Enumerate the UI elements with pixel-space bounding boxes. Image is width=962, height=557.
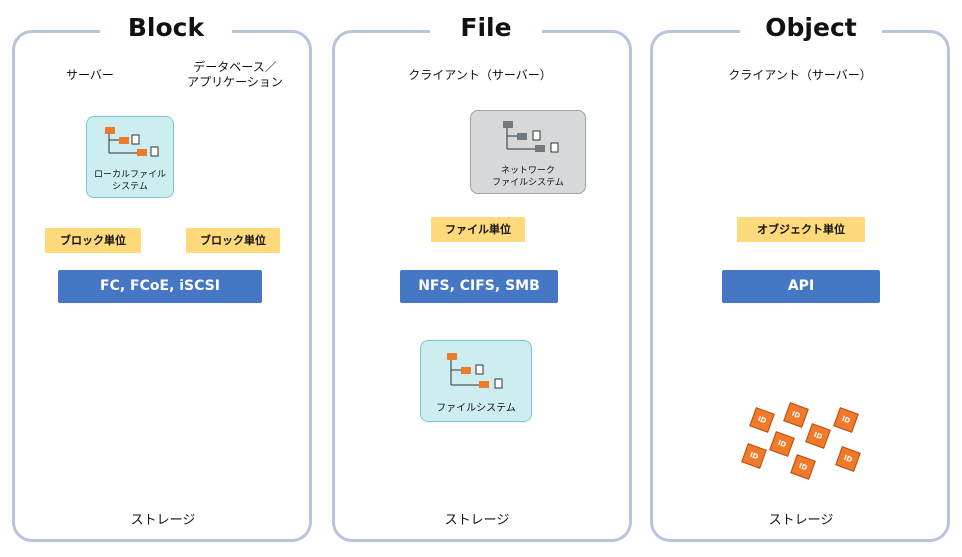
network-filesystem-box: ネットワーク ファイルシステム (470, 110, 586, 194)
panel-title-block: Block (100, 8, 232, 48)
network-fs-label-line2: ファイルシステム (492, 178, 564, 188)
client-label: クライアント（サーバー） (728, 68, 872, 82)
object-unit-badge: オブジェクト単位 (737, 217, 865, 242)
volume-label: 論理ボリューム (112, 465, 204, 480)
folder-tree-icon (447, 353, 503, 389)
folder-tree-icon (503, 121, 559, 153)
panel-title-object: Object (740, 8, 882, 48)
block-protocol-bar: FC, FCoE, iSCSI (58, 270, 262, 303)
panel-title-file: File (430, 8, 542, 48)
block-unit-badge-right: ブロック単位 (186, 228, 280, 253)
local-fs-label-line2: システム (112, 182, 148, 192)
server-label: サーバー (66, 68, 114, 82)
db-label-line1: データベース／ (193, 60, 277, 74)
filesystem-box: ファイルシステム (420, 340, 532, 422)
storage-label: ストレージ (444, 513, 510, 528)
local-fs-label-line1: ローカルファイル (93, 170, 166, 180)
storage-label: ストレージ (768, 513, 834, 528)
object-protocol-bar: API (722, 270, 880, 303)
file-protocol-bar: NFS, CIFS, SMB (400, 270, 558, 303)
block-unit-badge-left: ブロック単位 (45, 228, 141, 253)
db-label-line2: アプリケーション (187, 75, 283, 89)
filesystem-label: ファイルシステム (436, 403, 516, 414)
volume-label-line2: ボリューム (462, 467, 527, 482)
client-label: クライアント（サーバー） (408, 68, 552, 82)
volume-label-line1: 論理 (462, 450, 489, 465)
storage-label: ストレージ (130, 513, 196, 528)
network-fs-label-line1: ネットワーク (500, 166, 555, 176)
local-filesystem-box: ローカルファイル システム (86, 116, 174, 198)
folder-tree-icon (105, 127, 159, 157)
file-unit-badge: ファイル単位 (431, 217, 525, 242)
